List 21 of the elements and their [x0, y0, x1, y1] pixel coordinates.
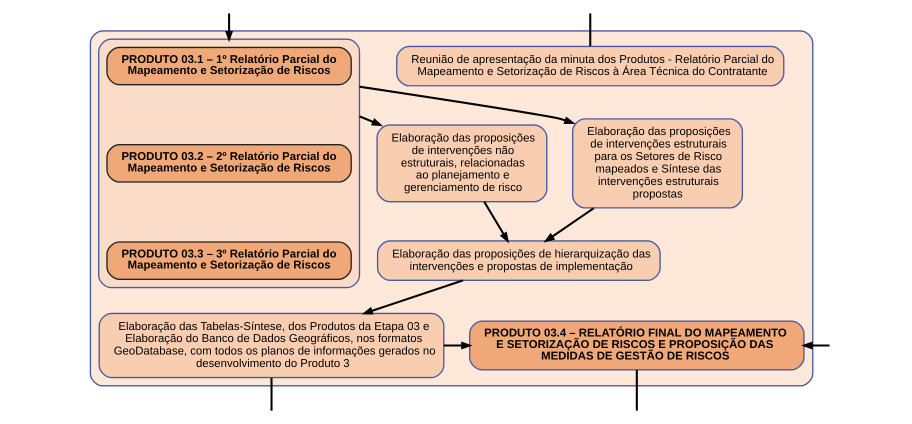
node-box: Elaboração das Tabelas-Síntese, dos Produtos da Etapa 03 e Elaboração do Banco de Dados Geográficos, nos formatos GeoDatabase, com todos os planos de informações gerados no desenvolvimento do Produto 3 [98, 312, 444, 378]
connector [635, 370, 638, 411]
node-box: Elaboração das proposições de intervenções estruturais para os Setores de Risco mapeados e Síntese das intervenções estruturais propostas [572, 118, 743, 209]
arrow [543, 207, 594, 243]
node-box: Reunião de apresentação da minuta dos Produtos - Relatório Parcial do Mapeamento e Setorização de Riscos à Área Técnica do Contratante [396, 46, 784, 86]
arrow [482, 201, 509, 244]
node-box: PRODUTO 03.3 – 3º Relatório Parcial do Mapeamento e Setorização de Riscos [106, 241, 352, 280]
connector [270, 378, 272, 411]
node-box: Elaboração das proposições de intervenções não estruturais, relacionadas ao planejamento e gerenciamento de risco [376, 124, 547, 202]
arrow [361, 279, 463, 314]
cluster [98, 38, 360, 288]
node-box: PRODUTO 03.4 – RELATÓRIO FINAL DO MAPEAMENTO E SETORIZAÇÃO DE RISCOS E PROPOSIÇÃO DAS MEDIDAS DE GESTÃO DE RISCOS [468, 320, 804, 370]
arrow [358, 115, 383, 126]
connector [588, 13, 591, 46]
node-box: PRODUTO 03.2 – 2º Relatório Parcial do Mapeamento e Setorização de Riscos [106, 144, 352, 183]
node-box: PRODUTO 03.1 – 1º Relatório Parcial do Mapeamento e Setorização de Riscos [106, 46, 352, 86]
arrow [224, 13, 233, 42]
arrow [800, 342, 830, 350]
arrow [443, 342, 472, 350]
arrow [358, 86, 576, 124]
node-box: Elaboração das proposições de hierarquização das intervenções e propostas de implementação [376, 240, 660, 281]
